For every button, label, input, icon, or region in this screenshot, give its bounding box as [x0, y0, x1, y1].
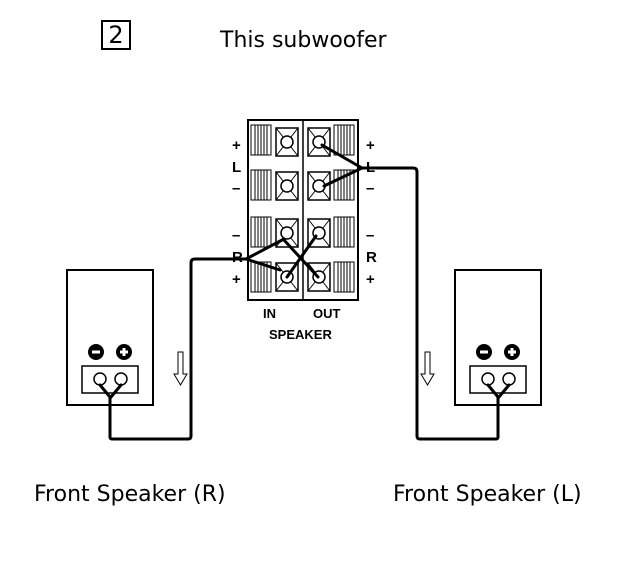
in-label: IN: [263, 306, 276, 321]
front-speaker-l-label: Front Speaker (L): [393, 482, 582, 507]
front-speaker-l: [454, 269, 542, 406]
panel-left-minus-bottom: –: [232, 227, 240, 244]
speaker-label: SPEAKER: [269, 327, 332, 342]
panel-left-L: L: [232, 159, 241, 176]
panel-left-minus-top: –: [232, 180, 240, 197]
panel-right-minus-top: –: [366, 180, 374, 197]
speaker-cables: [98, 143, 511, 441]
panel-right-plus-bottom: +: [366, 271, 375, 288]
step-number-badge: 2: [101, 20, 131, 50]
panel-left-plus-bottom: +: [232, 271, 241, 288]
speaker-terminal-panel: [247, 119, 359, 301]
panel-right-plus-top: +: [366, 137, 375, 154]
out-label: OUT: [313, 306, 341, 321]
front-speaker-r-label: Front Speaker (R): [34, 482, 226, 507]
panel-right-minus-bottom: –: [366, 227, 374, 244]
left-fins: [250, 124, 272, 293]
right-fins: [333, 124, 355, 293]
front-speaker-r: [66, 269, 154, 406]
panel-right-R: R: [366, 249, 377, 266]
down-arrow-icon: [420, 351, 435, 386]
panel-left-plus-top: +: [232, 137, 241, 154]
diagram-title: This subwoofer: [220, 28, 387, 53]
down-arrow-icon: [173, 351, 188, 386]
